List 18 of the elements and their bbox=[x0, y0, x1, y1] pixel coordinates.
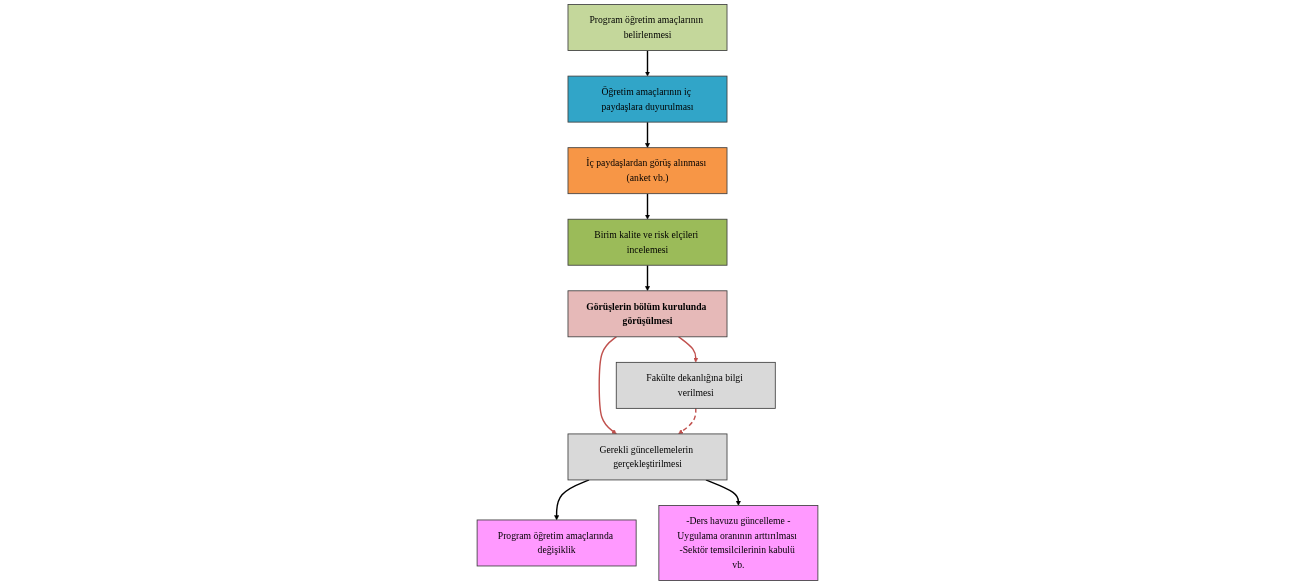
arrow bbox=[598, 336, 618, 435]
node-box: -Ders havuzu güncelleme -Uygulama oranının arttırılması -Sektör temsilcilerinin kabulü vb. bbox=[658, 505, 819, 581]
node-box: Fakülte dekanlığına bilgi verilmesi bbox=[615, 361, 776, 409]
arrow bbox=[705, 479, 741, 506]
node-box: Birim kalite ve risk elçileri incelemesi bbox=[567, 218, 728, 266]
node-box: Gerekli güncellemelerin gerçekleştirilmesi bbox=[567, 433, 728, 481]
node-box: Görüşlerin bölüm kurulunda görüşülmesi bbox=[567, 290, 728, 338]
arrow bbox=[677, 336, 699, 363]
node-box: Program öğretim amaçlarında değişiklik bbox=[476, 519, 637, 567]
arrow bbox=[645, 49, 650, 77]
arrow bbox=[645, 192, 650, 220]
arrow bbox=[645, 264, 650, 291]
node-box: Program öğretim amaçlarının belirlenmesi bbox=[567, 4, 728, 51]
node-box: İç paydaşlardan görüş alınması (anket vb.) bbox=[567, 147, 728, 195]
node-box: Öğretim amaçlarının iç paydaşlara duyurulması bbox=[567, 75, 728, 123]
arrow bbox=[678, 407, 697, 435]
arrow bbox=[645, 121, 650, 148]
arrow bbox=[554, 479, 590, 521]
